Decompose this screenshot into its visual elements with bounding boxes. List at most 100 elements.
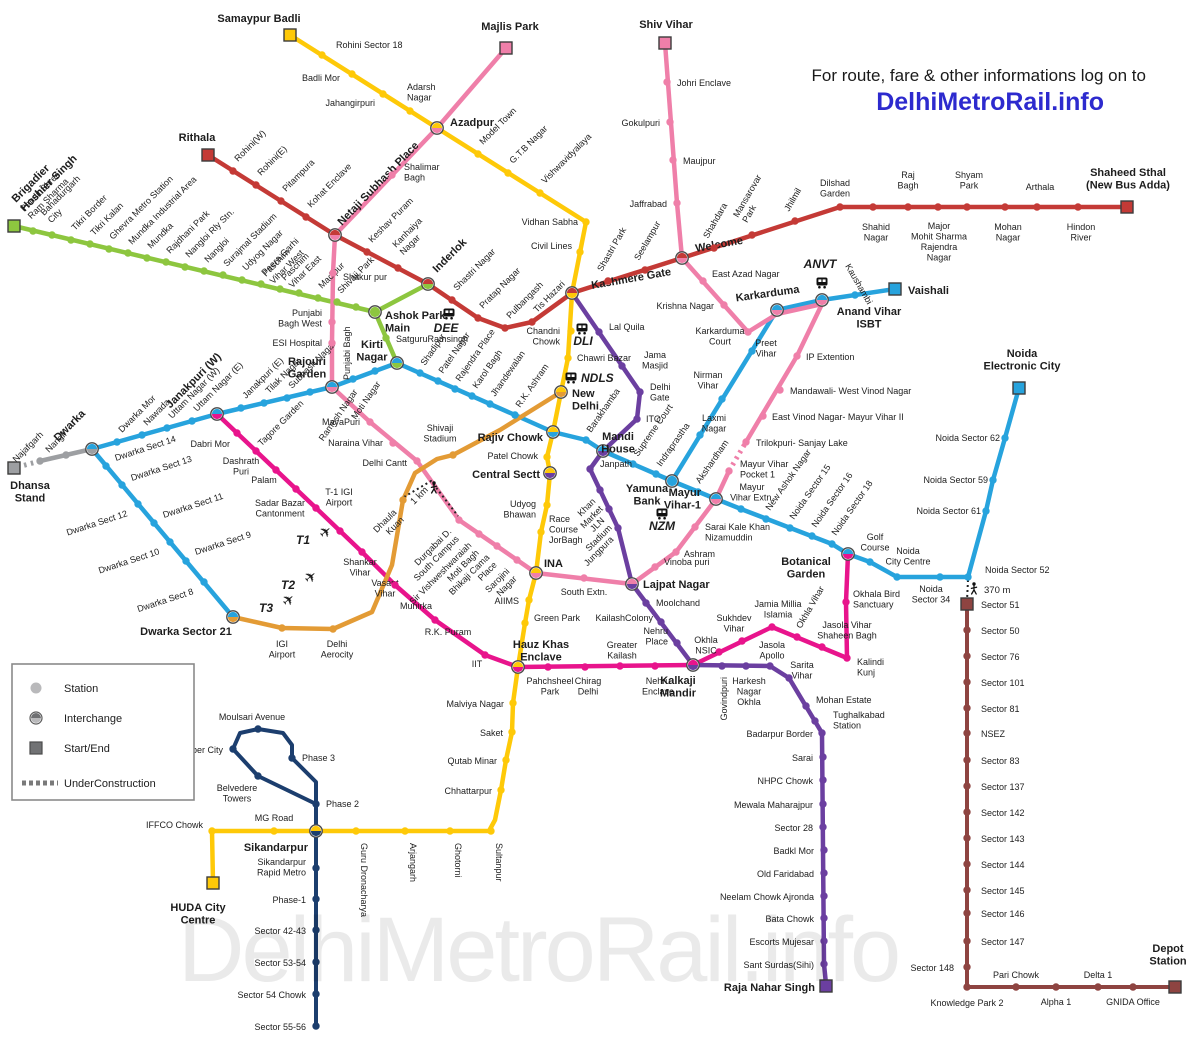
station-marker[interactable] — [233, 429, 241, 437]
station-marker[interactable] — [352, 827, 360, 835]
station-sector-146[interactable]: Sector 146 — [963, 909, 1025, 919]
station-marker[interactable] — [669, 156, 677, 164]
station-marker[interactable] — [720, 301, 728, 309]
station-marker[interactable] — [150, 519, 158, 527]
station-marker[interactable] — [567, 327, 575, 335]
station-marker[interactable] — [312, 990, 320, 998]
station-marker[interactable] — [475, 530, 483, 538]
station-marker[interactable] — [963, 937, 971, 945]
station-marker[interactable] — [48, 231, 56, 239]
station-marker[interactable] — [963, 983, 971, 991]
station-marker[interactable] — [582, 218, 590, 226]
station-marker[interactable] — [302, 213, 310, 221]
station-marker[interactable] — [582, 436, 590, 444]
station-marker[interactable] — [672, 548, 680, 556]
station-marker[interactable] — [1033, 203, 1041, 211]
station-mewala-maharajpur[interactable]: Mewala Maharajpur — [734, 800, 827, 810]
station-marker[interactable] — [181, 263, 189, 271]
station-mayapuri[interactable]: MayaPuri — [322, 417, 374, 427]
station-marker[interactable] — [793, 352, 801, 360]
station-marker[interactable] — [744, 328, 752, 336]
station-marker[interactable] — [29, 227, 37, 235]
station-marker[interactable] — [742, 438, 750, 446]
station-marker[interactable] — [188, 417, 196, 425]
station-marker[interactable] — [1094, 983, 1102, 991]
station-krishna-nagar[interactable]: Krishna Nagar — [656, 301, 728, 311]
station-guru-dronacharya[interactable]: Guru Dronacharya — [352, 827, 369, 917]
station-marker[interactable] — [586, 465, 594, 473]
station-marker[interactable] — [618, 362, 626, 370]
station-saket[interactable]: Saket — [480, 728, 516, 738]
station-marker[interactable] — [513, 556, 521, 564]
station-marker[interactable] — [272, 466, 280, 474]
station-nsez[interactable]: NSEZ — [963, 729, 1006, 739]
station-marker[interactable] — [446, 827, 454, 835]
station-gokulpuri[interactable]: Gokulpuri — [621, 118, 674, 128]
station-jahangirpuri[interactable]: Jahangirpuri — [325, 90, 387, 108]
station-neelam-chowk-ajronda[interactable]: Neelam Chowk Ajronda — [720, 892, 828, 902]
station-marker[interactable] — [312, 504, 320, 512]
station-marker[interactable] — [474, 314, 482, 322]
station-marker[interactable] — [633, 415, 641, 423]
station-moulsari-avenue[interactable]: Moulsari Avenue — [219, 712, 285, 733]
station-chhattarpur[interactable]: Chhattarpur — [444, 786, 505, 796]
station-chawri-bazar[interactable]: Chawri Bazar — [564, 353, 631, 363]
station-marker[interactable] — [208, 827, 216, 835]
station-marker[interactable] — [636, 388, 644, 396]
station-sector-144[interactable]: Sector 144 — [963, 860, 1025, 870]
station-marker[interactable] — [642, 599, 650, 607]
station-marker[interactable] — [696, 431, 704, 439]
station-marker[interactable] — [277, 197, 285, 205]
station-marker[interactable] — [699, 277, 707, 285]
station-marker[interactable] — [312, 895, 320, 903]
station-marker[interactable] — [963, 652, 971, 660]
station-marker[interactable] — [252, 181, 260, 189]
station-marker[interactable] — [257, 280, 265, 288]
station-phase-2[interactable]: Phase 2 — [312, 799, 359, 809]
station-mohan-estate[interactable]: Mohan Estate — [802, 695, 872, 710]
station-lal-quila[interactable]: Lal Quila — [595, 322, 645, 336]
station-sector-101[interactable]: Sector 101 — [963, 678, 1025, 688]
station-marker[interactable] — [62, 451, 70, 459]
station-marker[interactable] — [312, 958, 320, 966]
station-noida-sector-59[interactable]: Noida Sector 59 — [923, 475, 997, 485]
terminal-marker[interactable] — [658, 36, 672, 50]
station-r-k-puram[interactable]: R.K. Puram — [425, 616, 472, 637]
station-marker[interactable] — [431, 616, 439, 624]
station-marker[interactable] — [652, 470, 660, 478]
station-dwarka-sector-21[interactable]: Dwarka Sector 21 — [140, 610, 240, 638]
station-ghotorni[interactable]: Ghotorni — [446, 827, 463, 878]
station-marker[interactable] — [162, 258, 170, 266]
station-marker[interactable] — [893, 573, 901, 581]
station-marker[interactable] — [521, 619, 529, 627]
station-marker[interactable] — [657, 618, 665, 626]
station-marker[interactable] — [312, 864, 320, 872]
station-marker[interactable] — [511, 411, 519, 419]
station-alpha-1[interactable]: Alpha 1 — [1041, 983, 1072, 1007]
station-noida-sector-61[interactable]: Noida Sector 61 — [916, 506, 990, 516]
station-trilokpuri-sanjay-lake[interactable]: Trilokpuri- Sanjay Lake — [742, 438, 848, 448]
station-marker[interactable] — [766, 662, 774, 670]
station-marker[interactable] — [449, 451, 457, 459]
station-rithala[interactable]: Rithala — [179, 132, 217, 162]
station-delhi-cantt[interactable]: Delhi Cantt — [362, 457, 421, 468]
station-pari-chowk[interactable]: Pari Chowk — [993, 970, 1040, 991]
station-marker[interactable] — [819, 800, 827, 808]
station-marker[interactable] — [819, 823, 827, 831]
station-marker[interactable] — [759, 412, 767, 420]
station-marker[interactable] — [536, 189, 544, 197]
station-marker[interactable] — [328, 339, 336, 347]
station-marker[interactable] — [348, 70, 356, 78]
